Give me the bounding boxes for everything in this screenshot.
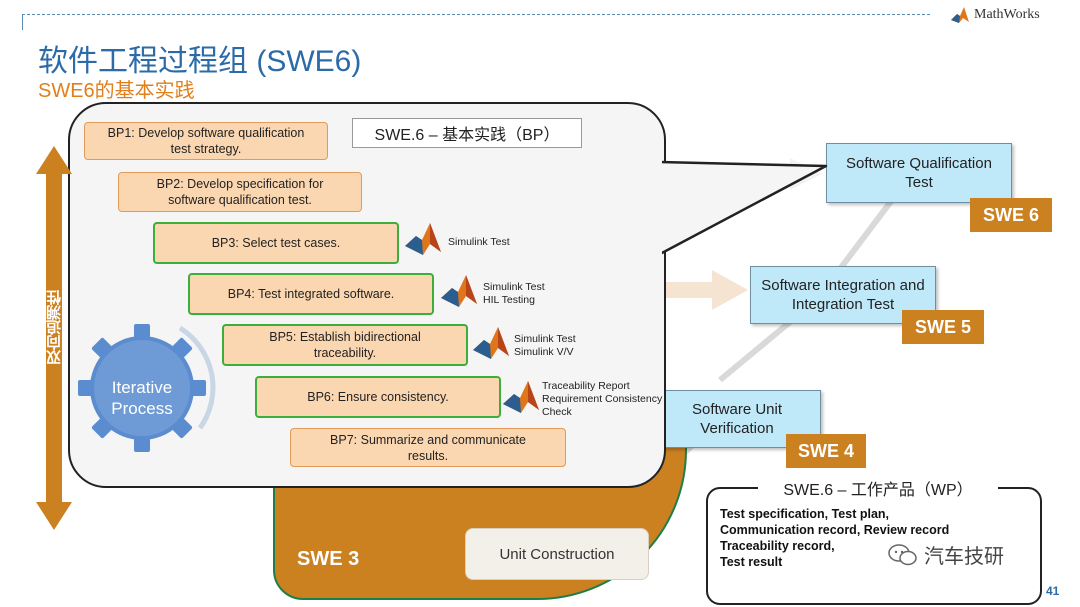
brand-name: MathWorks [974,7,1040,22]
bp4-box: BP4: Test integrated software. [188,273,434,315]
bp6-tool-label: Traceability Report Requirement Consiste… [542,380,662,419]
page-number: 41 [1046,584,1060,598]
bp4-tool-2: HIL Testing [483,294,535,306]
bp3-box: BP3: Select test cases. [153,222,399,264]
gear-icon [78,324,216,452]
swe3-label: SWE 3 [297,548,360,570]
bp6-matlab-icon [503,381,539,413]
membrane-icon [951,7,969,23]
unit-verification-line-1: Software Unit [691,401,783,418]
bp5-tool-label: Simulink Test Simulink V/V [514,333,576,359]
bp3-line-1: BP3: Select test cases. [211,236,341,250]
bp4-tool-label: Simulink Test HIL Testing [483,281,545,307]
bp3-matlab-icon [405,223,441,255]
bp6-tool-1: Traceability Report [542,380,630,392]
bp7-line-2: results. [407,448,449,463]
watermark-text: 汽车技研 [924,546,1004,568]
integration-test-line-2: Integration Test [791,296,895,313]
bp1-line-1: BP1: Develop software qualification [107,126,305,140]
wp-line-4: Test result [720,555,783,569]
integration-arrow [662,270,748,310]
bp2-box: BP2: Develop specification for software q… [118,172,362,212]
bidirectional-arrow [36,146,72,530]
swe6-tag: SWE 6 [970,198,1052,232]
wechat-icon [888,543,917,565]
header-rule [22,14,930,15]
unit-construction-box: Unit Construction [465,528,649,580]
v-right-leg-2 [718,319,792,383]
bp7-line-1: BP7: Summarize and communicate [330,432,526,447]
swe4-tag: SWE 4 [786,434,866,468]
bp6-box: BP6: Ensure consistency. [255,376,501,418]
wp-line-1: Test specification, Test plan, [720,507,890,521]
gear-label-line-2: Process [111,399,173,418]
bp2-line-1: BP2: Develop specification for [156,177,324,191]
bp6-tool-3: Check [542,406,572,418]
bp1-line-2: test strategy. [170,142,242,156]
bp6-tool-2: Requirement Consistency [542,393,663,405]
bp4-line-1: BP4: Test integrated software. [227,287,395,301]
bp5-line-1: BP5: Establish bidirectional [269,330,421,344]
bp5-tool-1: Simulink Test [514,333,576,345]
wp-line-2: Communication record, Review record [720,523,950,537]
header-rule-corner [22,14,23,30]
bp3-tool-1: Simulink Test [448,236,510,248]
bp-panel-title: SWE.6 – 基本实践（BP） [352,118,582,148]
bp1-box: BP1: Develop software qualification test … [84,122,328,160]
swe5-tag: SWE 5 [902,310,984,344]
bp2-line-2: software qualification test. [168,193,312,207]
wp-line-3: Traceability record, [720,539,835,553]
work-products-title: SWE.6 – 工作产品（WP） [758,476,998,500]
bp3-tool-label: Simulink Test [448,236,510,249]
mathworks-logo: MathWorks [950,6,1040,24]
gear-label-line-1: Iterative [111,378,173,397]
traceability-arrow-label: 双向追溯性 [46,290,63,365]
page-title: 软件工程过程组 (SWE6) [38,45,362,78]
gear-label: Iterative Process [96,377,188,419]
qualification-test-line-1: Software Qualification [846,155,992,172]
bp6-line-1: BP6: Ensure consistency. [307,390,449,404]
bp5-line-2: traceability. [313,346,377,360]
bp5-box: BP5: Establish bidirectional traceability… [222,324,468,366]
qualification-test-line-2: Test [905,174,933,191]
bp5-tool-2: Simulink V/V [514,346,574,358]
page-subtitle: SWE6的基本实践 [38,80,195,102]
integration-test-line-1: Software Integration and [761,277,925,294]
bp4-tool-1: Simulink Test [483,281,545,293]
unit-verification-line-2: Verification [700,420,774,437]
bp4-matlab-icon [441,275,477,307]
bp5-matlab-icon [473,327,509,359]
watermark: 汽车技研 [888,540,1004,569]
